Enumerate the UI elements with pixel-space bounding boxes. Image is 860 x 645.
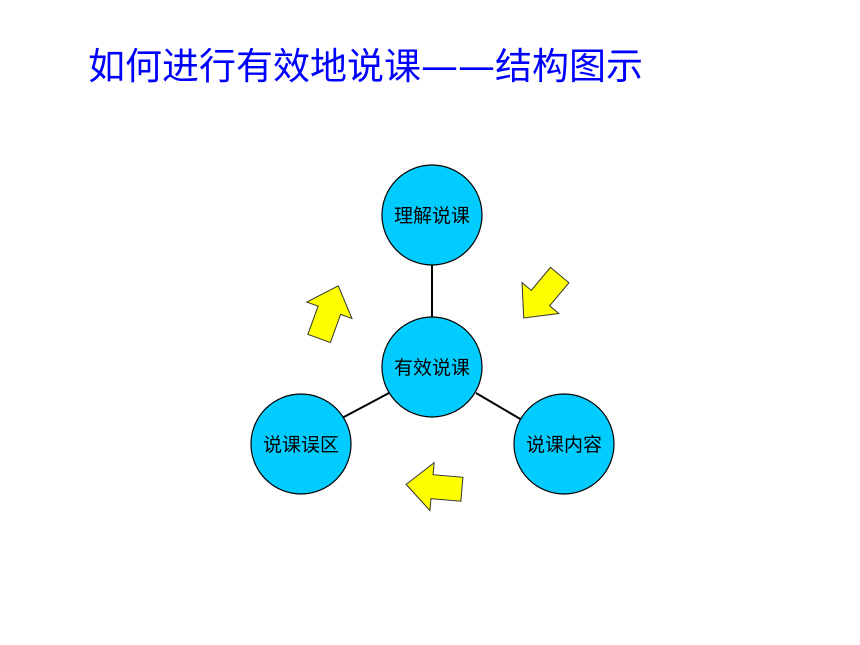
connector-bottom-left (341, 392, 390, 419)
node-bottom-left-label: 说课误区 (263, 434, 339, 456)
connector-bottom-right (475, 392, 523, 421)
node-bottom-right: 说课内容 (513, 393, 615, 495)
node-bottom-right-label: 说课内容 (526, 434, 602, 456)
arrow-top-right (521, 266, 570, 319)
node-top: 理解说课 (381, 164, 483, 266)
node-top-label: 理解说课 (394, 205, 470, 227)
node-bottom-left: 说课误区 (250, 393, 352, 495)
arrow-top-left (305, 285, 353, 344)
node-center-label: 有效说课 (394, 357, 470, 379)
arrow-bottom (405, 461, 464, 512)
node-center: 有效说课 (381, 316, 483, 418)
slide-title: 如何进行有效地说课——结构图示 (88, 45, 643, 88)
